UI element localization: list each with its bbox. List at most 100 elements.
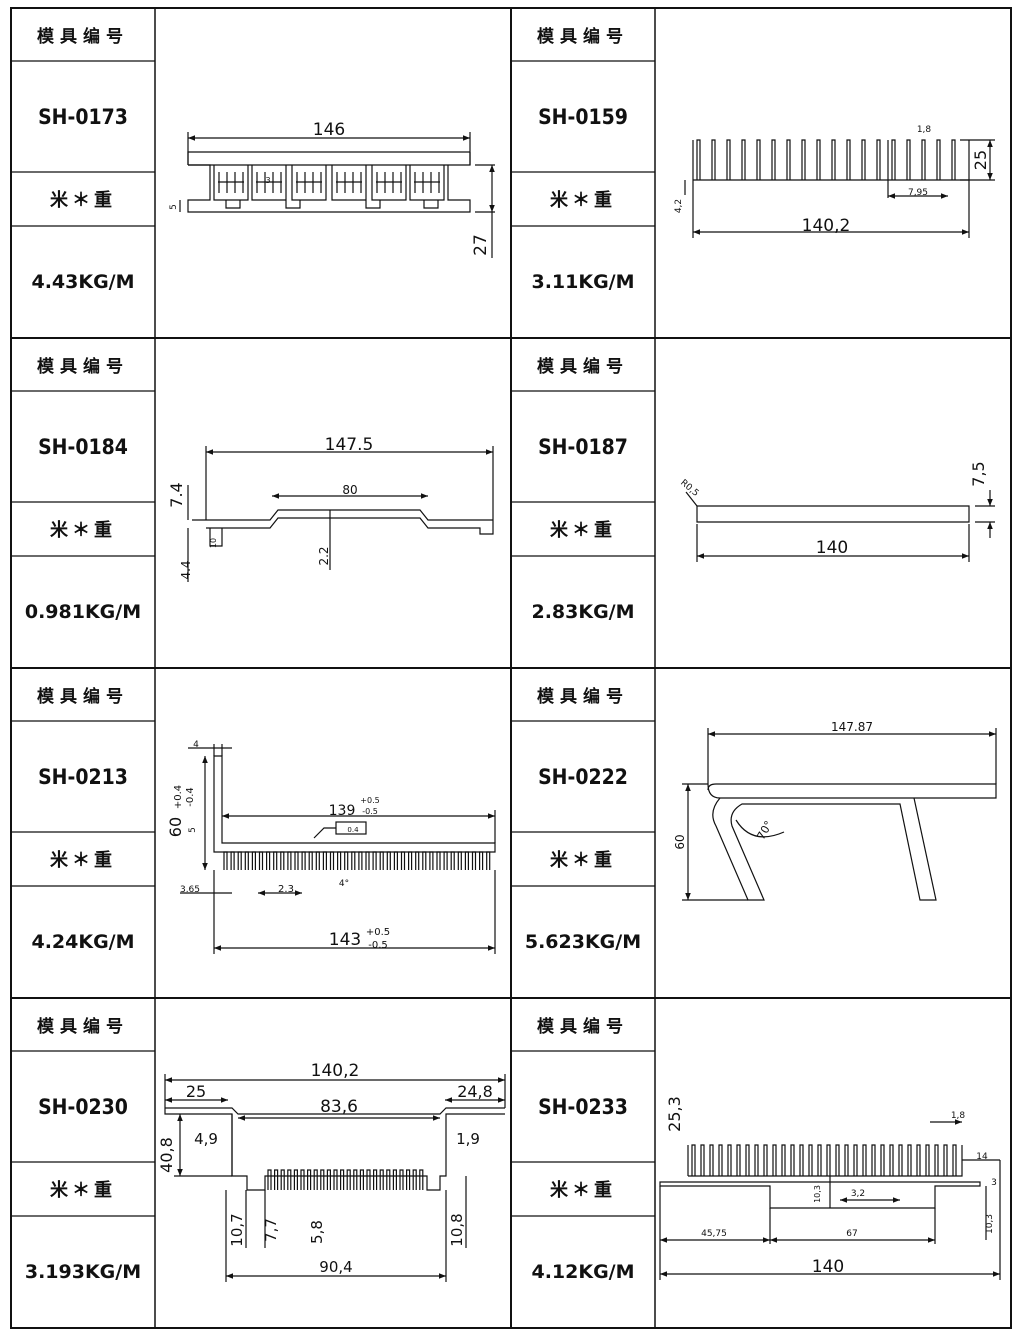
dim-width: 143 xyxy=(329,930,361,950)
dim-base: 3 xyxy=(991,1178,997,1188)
dim-width: 140,2 xyxy=(311,1061,360,1081)
dim-tab: 10 xyxy=(209,538,218,548)
weight-per-meter-label: 米＊重 xyxy=(550,1180,616,1201)
mold-code: SH-0159 xyxy=(538,104,628,129)
mold-code: SH-0233 xyxy=(538,1094,628,1119)
mold-code: SH-0184 xyxy=(38,434,128,459)
weight-per-meter-label: 米＊重 xyxy=(550,520,616,541)
weight-value: 3.193KG/M xyxy=(24,1261,142,1283)
dim-width: 140 xyxy=(816,538,848,558)
dim-l-flange: 25 xyxy=(186,1082,206,1101)
dim-pitch: 7,95 xyxy=(908,188,928,198)
dim-fin: 1,8 xyxy=(951,1111,966,1121)
dim-a: 5 xyxy=(169,204,179,210)
dim-step: 14 xyxy=(976,1152,988,1162)
dim-note: 0.4 xyxy=(347,826,359,834)
dim-base: 4.4 xyxy=(179,560,193,579)
mold-code: SH-0213 xyxy=(38,764,128,789)
dim-pitch: 2.3 xyxy=(278,884,294,895)
dim-r-flange: 24,8 xyxy=(457,1082,493,1101)
dim-rib: 10,3 xyxy=(813,1185,822,1203)
weight-per-meter-label: 米＊重 xyxy=(550,850,616,871)
weight-value: 5.623KG/M xyxy=(524,931,642,953)
dim-width: 140,2 xyxy=(802,216,851,236)
dim-height-tol-minus: -0.4 xyxy=(185,787,196,807)
mold-code: SH-0222 xyxy=(538,764,628,789)
weight-per-meter-label: 米＊重 xyxy=(50,1180,116,1201)
dim-inner: 139 xyxy=(329,803,356,819)
dim-width-tol-plus: +0.5 xyxy=(366,927,390,938)
dim-inner: 83,6 xyxy=(320,1097,358,1117)
dim-width: 146 xyxy=(313,120,345,140)
dim-left: 45,75 xyxy=(701,1229,727,1239)
dim-edge: 3.65 xyxy=(180,885,200,895)
dim-width: 140 xyxy=(812,1257,844,1277)
profile-sh-0187 xyxy=(685,490,995,562)
dim-height: 60 xyxy=(166,817,185,837)
profile-sh-0213 xyxy=(180,744,496,954)
dim-mid: 80 xyxy=(342,483,357,497)
dim-r-foot: 10,8 xyxy=(448,1213,466,1246)
mold-number-label: 模具编号 xyxy=(537,1017,629,1037)
dim-height-tol-plus: +0.4 xyxy=(173,785,184,809)
dim-pitch: 3,2 xyxy=(851,1189,865,1199)
dim-rib: 2.2 xyxy=(317,546,331,565)
dim-height: 25 xyxy=(971,150,990,170)
dim-height: 25,3 xyxy=(665,1096,684,1132)
dim-height: 7.4 xyxy=(167,482,186,507)
mold-number-label: 模具编号 xyxy=(37,1017,129,1037)
weight-value: 3.11KG/M xyxy=(531,271,635,293)
dim-inner-tol-plus: +0.5 xyxy=(360,796,379,805)
dim-height: 60 xyxy=(673,834,687,849)
mold-code: SH-0230 xyxy=(38,1094,128,1119)
dim-top: 4 xyxy=(193,740,199,750)
profile-sh-0173 xyxy=(179,132,495,258)
dim-r-wall: 1,9 xyxy=(456,1130,480,1148)
dim-mid: 67 xyxy=(846,1229,857,1239)
dim-height: 40,8 xyxy=(157,1137,176,1173)
dim-gap: 7,7 xyxy=(262,1218,280,1242)
dim-bottom: 90,4 xyxy=(319,1258,352,1276)
mold-number-label: 模具编号 xyxy=(537,687,629,707)
dim-right-h: 10,3 xyxy=(985,1214,995,1234)
mold-code: SH-0173 xyxy=(38,104,128,129)
dim-base: 4,2 xyxy=(674,199,684,213)
profile-sh-0222 xyxy=(682,728,997,901)
dim-wall: 5 xyxy=(188,827,198,833)
profile-sh-0184 xyxy=(187,446,494,582)
weight-per-meter-label: 米＊重 xyxy=(50,850,116,871)
dim-fin: 1,8 xyxy=(917,125,932,135)
dim-angle: 70° xyxy=(754,819,775,842)
mold-number-label: 模具编号 xyxy=(537,27,629,47)
dim-l-foot: 10,7 xyxy=(228,1213,246,1246)
weight-value: 4.43KG/M xyxy=(31,271,135,293)
dim-l-wall: 4,9 xyxy=(194,1130,218,1148)
dim-height: 7,5 xyxy=(969,461,988,486)
dim-angle: 4° xyxy=(339,879,349,889)
profile-sh-0159 xyxy=(684,139,995,238)
weight-per-meter-label: 米＊重 xyxy=(50,520,116,541)
profile-sh-0233 xyxy=(659,1119,1001,1280)
dim-fin: 5,8 xyxy=(308,1220,326,1244)
weight-per-meter-label: 米＊重 xyxy=(550,190,616,211)
weight-value: 4.12KG/M xyxy=(531,1261,635,1283)
mold-number-label: 模具编号 xyxy=(37,27,129,47)
weight-value: 4.24KG/M xyxy=(31,931,135,953)
dim-b: 3 xyxy=(265,176,270,185)
weight-per-meter-label: 米＊重 xyxy=(50,190,116,211)
dim-width: 147.87 xyxy=(831,720,873,734)
dim-inner-tol-minus: -0.5 xyxy=(362,807,378,816)
mold-number-label: 模具编号 xyxy=(37,357,129,377)
mold-number-label: 模具编号 xyxy=(537,357,629,377)
dim-width-tol-minus: -0.5 xyxy=(368,940,388,951)
weight-value: 2.83KG/M xyxy=(531,601,635,623)
dim-width: 147.5 xyxy=(325,435,374,455)
weight-value: 0.981KG/M xyxy=(24,601,142,623)
mold-number-label: 模具编号 xyxy=(37,687,129,707)
mold-code: SH-0187 xyxy=(538,434,628,459)
profile-sh-0230 xyxy=(164,1074,506,1282)
dim-height: 27 xyxy=(471,234,491,256)
